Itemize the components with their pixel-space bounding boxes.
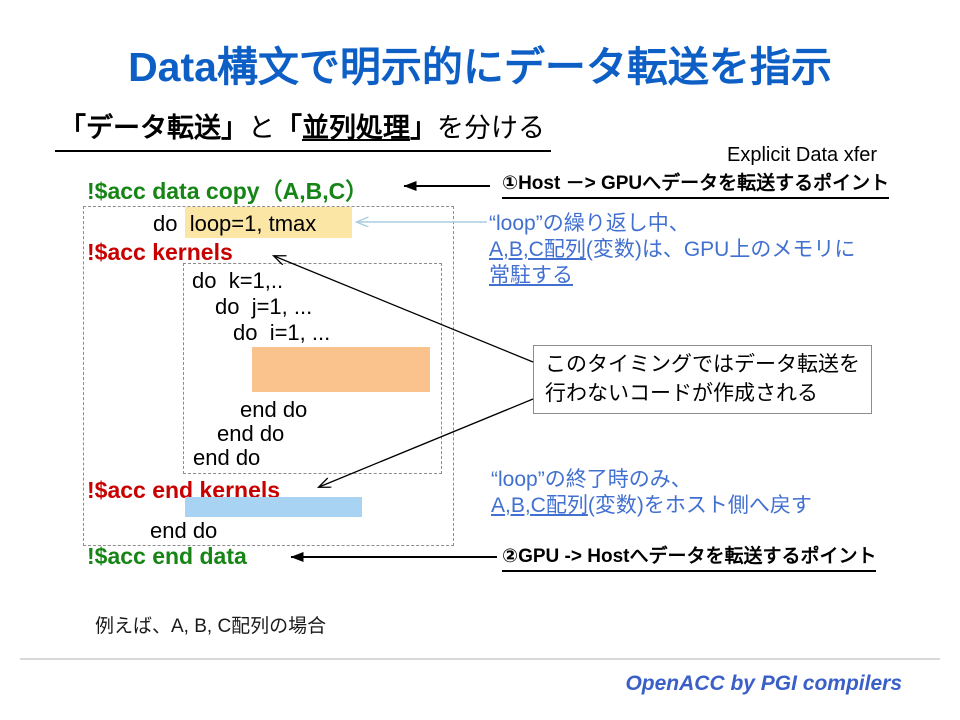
annotation-loop-end: “loop”の終了時のみ、 A,B,C配列(変数)をホスト側へ戻す — [491, 467, 812, 519]
subtitle-bracket-close: 」 — [410, 113, 437, 143]
callout-line1: このタイミングではデータ転送を — [545, 353, 860, 376]
code-do-j: do j=1, ... — [215, 294, 313, 319]
loop-end-line2-rest: (変数)をホスト側へ戻す — [587, 494, 812, 517]
loop-repeat-line2-underlined: A,B,C配列 — [489, 238, 586, 261]
code-acc-kernels: !$acc kernels — [87, 239, 233, 265]
subtitle-part-data-transfer: 「データ転送」 — [59, 113, 248, 143]
outer-data-region-box — [83, 206, 454, 546]
loop-repeat-line3: 常駐する — [489, 264, 573, 287]
code-do-loop: do loop=1, tmax — [153, 211, 317, 236]
code-end-do-outer: end do — [150, 518, 218, 543]
code-acc-end-data: !$acc end data — [87, 543, 247, 569]
loop-highlight-rect — [185, 207, 352, 238]
loop-repeat-line2-rest: (変数)は、GPU上のメモリに — [585, 238, 856, 261]
loop-end-line1: “loop”の終了時のみ、 — [491, 468, 692, 491]
annotation-host-to-gpu: ①Host －> GPUへデータを転送するポイント — [502, 168, 890, 199]
footer-credit: OpenACC by PGI compilers — [625, 672, 902, 695]
subtitle-part-parallel: 並列処理 — [302, 113, 410, 143]
code-do-i: do i=1, ... — [233, 320, 331, 345]
code-end-do-3: end do — [193, 445, 261, 470]
transfer-blue-rect — [185, 497, 362, 517]
divider-line — [20, 658, 940, 660]
page-title: Data構文で明示的にデータ転送を指示 — [128, 44, 832, 90]
kernel-body-orange-rect — [252, 347, 430, 392]
annotation-loop-repeat: “loop”の繰り返し中、 A,B,C配列(変数)は、GPU上のメモリに常駐する — [489, 211, 855, 289]
code-end-do-1: end do — [240, 397, 308, 422]
subtitle-part-split: を分ける — [437, 113, 545, 143]
footnote-example: 例えば、A, B, C配列の場合 — [95, 616, 327, 637]
loop-repeat-line1: “loop”の繰り返し中、 — [489, 212, 690, 235]
explicit-data-xfer-label: Explicit Data xfer — [727, 144, 878, 166]
code-acc-data-copy: !$acc data copy（A,B,C） — [87, 178, 369, 204]
callout-no-transfer-box: このタイミングではデータ転送を行わないコードが作成される — [533, 345, 872, 414]
subtitle: 「データ転送」と「並列処理」を分ける — [55, 106, 551, 152]
subtitle-part-and: と — [248, 113, 275, 143]
annotation-gpu-to-host: ②GPU -> Hostへデータを転送するポイント — [502, 541, 877, 572]
code-end-do-2: end do — [217, 421, 285, 446]
loop-end-line2-underlined: A,B,C配列 — [491, 494, 588, 517]
callout-line2: 行わないコードが作成される — [545, 382, 818, 405]
code-do-k: do k=1,.. — [192, 268, 284, 293]
subtitle-bracket-open: 「 — [275, 113, 302, 143]
